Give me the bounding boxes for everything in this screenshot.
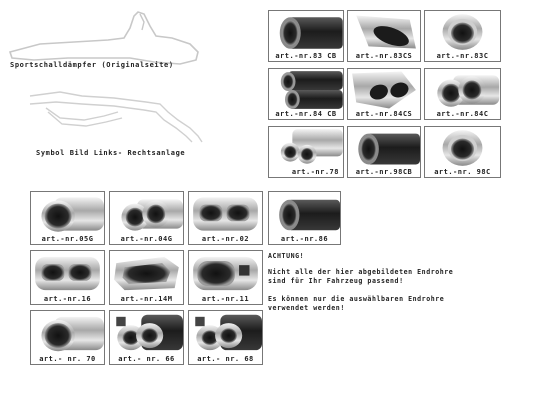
tip-label: art.-nr.98CB (355, 168, 413, 176)
notice-line: Es können nur die auswählbaren Endrohre (268, 295, 445, 303)
tip-label: art.- nr. 66 (118, 355, 175, 363)
tip-tile[interactable]: art.-nr.14M (109, 250, 184, 305)
notice-line: sind für Ihr Fahrzeug passend! (268, 277, 404, 285)
tip-label: art.-nr.84CS (355, 110, 413, 118)
tip-chrome-double-icon (110, 192, 183, 236)
tip-label: art.-nr.84C (436, 110, 489, 118)
tip-chrome-rect-logo-icon (189, 251, 262, 296)
notice-line: Nicht alle der hier abgebildeten Endrohr… (268, 268, 454, 276)
tip-tile[interactable]: art.-nr.84C (424, 68, 501, 120)
tip-black-round-icon (269, 192, 340, 236)
tip-tile[interactable]: art.-nr.83 CB (268, 10, 344, 62)
tip-tile[interactable]: art.-nr.05G (30, 191, 105, 245)
tip-slash-black-icon (348, 11, 420, 53)
caption-left-right-system: Symbol Bild Links- Rechtsanlage (36, 149, 186, 157)
exhaust-system-outline-drawing (29, 91, 203, 143)
tip-tile[interactable]: art.- nr. 70 (30, 310, 105, 365)
tip-chrome-round-icon (425, 11, 500, 53)
tip-tile[interactable]: art.-nr. 98C (424, 126, 501, 178)
tip-tile[interactable]: art.-nr.98CB (347, 126, 421, 178)
tip-tile[interactable]: art.-nr.83C (424, 10, 501, 62)
tip-tile[interactable]: art.-nr.11 (188, 250, 263, 305)
tip-tile[interactable]: art.-nr.16 (30, 250, 105, 305)
tip-label: art.-nr.83CS (355, 52, 413, 60)
tip-label: art.-nr.16 (43, 295, 92, 303)
tip-tile[interactable]: art.-nr.84 CB (268, 68, 344, 120)
tip-label: art.-nr.83 CB (275, 52, 337, 60)
tip-label: art.-nr.04G (120, 235, 173, 243)
tip-label: art.-nr.14M (120, 295, 173, 303)
tip-label: art.-nr.83C (436, 52, 489, 60)
tip-tile[interactable]: art.-nr.78 (268, 126, 344, 178)
tip-label: art.-nr.86 (280, 235, 329, 243)
tip-label: art.-nr.84 CB (275, 110, 337, 118)
tip-slash-double-icon (348, 69, 420, 111)
tip-tile[interactable]: art.-nr.86 (268, 191, 341, 245)
tip-chrome-rect-double-icon (31, 251, 104, 296)
tip-chrome-double-icon (425, 69, 500, 111)
caption-original-side: Sportschalldämpfer (Originalseite) (10, 61, 174, 69)
tip-tile[interactable]: art.-nr.84CS (347, 68, 421, 120)
tip-tile[interactable]: art.- nr. 66 (109, 310, 184, 365)
tip-chrome-rect-icon (110, 251, 183, 296)
tip-label: art.- nr. 68 (197, 355, 254, 363)
tip-tile[interactable]: art.-nr.04G (109, 191, 184, 245)
tip-tile[interactable]: art.-nr.83CS (347, 10, 421, 62)
tip-chrome-oval-icon (31, 311, 104, 356)
tip-chrome-double-small-icon (269, 127, 343, 169)
muffler-outline-top-drawing (8, 11, 199, 65)
tip-chrome-oval-icon (31, 192, 104, 236)
tip-chrome-round-icon (425, 127, 500, 169)
tip-black-round-icon (269, 11, 343, 53)
tip-double-logo-icon (189, 311, 262, 356)
tip-double-logo-icon (110, 311, 183, 356)
tip-label: art.-nr.78 (291, 168, 339, 176)
tip-label: art.-nr. 98C (434, 168, 491, 176)
tip-chrome-rect-double-icon (189, 192, 262, 236)
tip-label: art.-nr.11 (201, 295, 250, 303)
notice-line: verwendet werden! (268, 304, 345, 312)
tip-black-round-icon (348, 127, 420, 169)
tip-black-double-icon (269, 69, 343, 111)
tip-label: art.-nr.05G (41, 235, 94, 243)
tip-tile[interactable]: art.-nr.02 (188, 191, 263, 245)
tip-tile[interactable]: art.- nr. 68 (188, 310, 263, 365)
tip-label: art.- nr. 70 (39, 355, 96, 363)
tip-label: art.-nr.02 (201, 235, 250, 243)
notice-title: ACHTUNG! (268, 252, 305, 260)
